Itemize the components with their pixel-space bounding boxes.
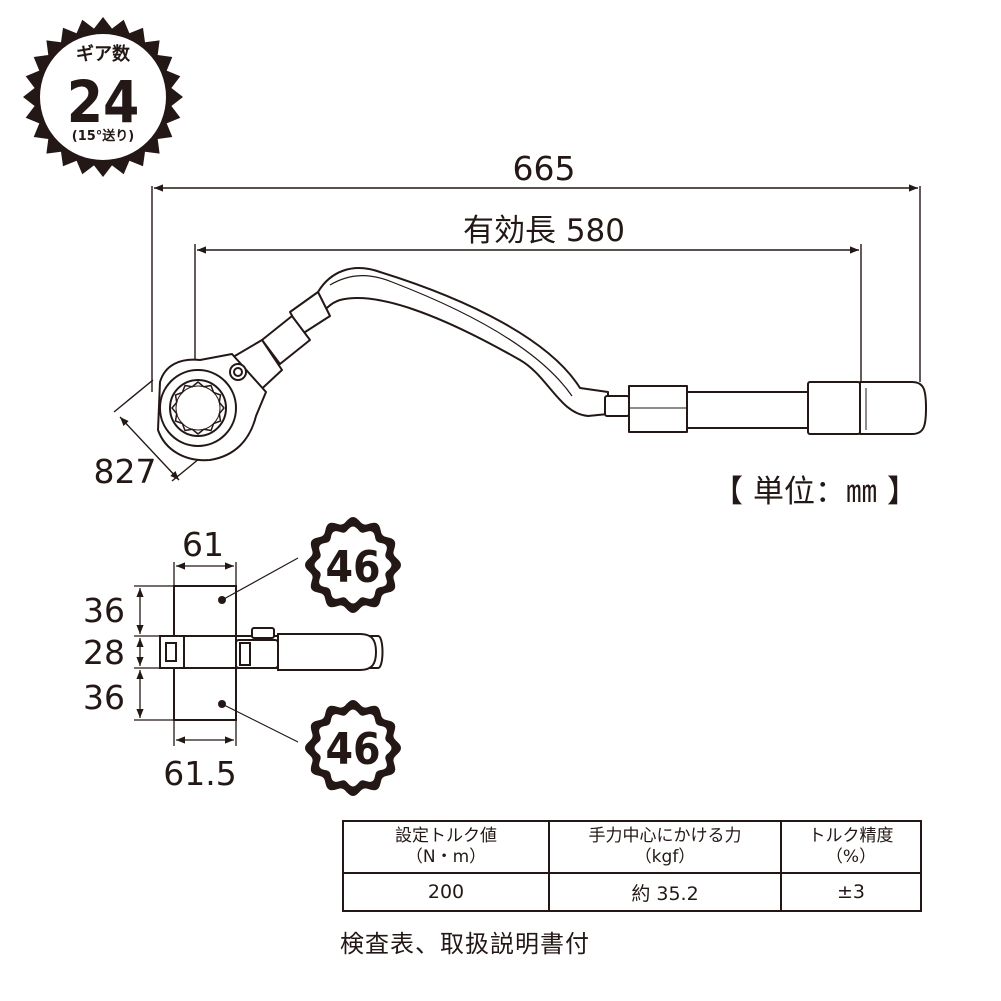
bottom-width-label: 61.5 bbox=[163, 754, 236, 793]
socket-badge-inner bbox=[314, 709, 392, 787]
overall-length-label: 665 bbox=[513, 149, 576, 188]
spec-table-header-row: 設定トルク値 （N・m） 手力中心にかける力 （kgf） トルク精度 （%） bbox=[342, 820, 922, 874]
spec-table: 設定トルク値 （N・m） 手力中心にかける力 （kgf） トルク精度 （%） 2… bbox=[342, 820, 922, 912]
value-torque-accuracy: ±3 bbox=[780, 872, 922, 912]
effective-length-label: 有効長 580 bbox=[463, 213, 625, 249]
socket-leader-lines bbox=[221, 557, 299, 743]
unit-label: 【 単位：㎜ 】 bbox=[712, 474, 918, 510]
torque-wrench-illustration bbox=[157, 267, 927, 462]
spec-table-value-row: 200 約 35.2 ±3 bbox=[342, 872, 922, 912]
socket-size-badge-lower: 46 bbox=[305, 700, 401, 796]
top-width-label: 61 bbox=[182, 525, 224, 564]
footnote: 検査表、取扱説明書付 bbox=[340, 930, 590, 958]
bottom-width-dimension bbox=[173, 720, 237, 746]
socket-size-badge-upper: 46 bbox=[305, 517, 401, 613]
diagonal-label: 827 bbox=[94, 452, 157, 491]
gear-count-badge: ギア数 24 (15°送り) bbox=[23, 17, 183, 177]
upper-height-label: 36 bbox=[83, 591, 125, 630]
top-view-drawing bbox=[159, 585, 384, 721]
height-dimensions bbox=[134, 585, 174, 721]
socket-size-value: 46 bbox=[325, 542, 380, 593]
middle-height-label: 28 bbox=[83, 633, 125, 672]
top-width-dimension bbox=[173, 562, 237, 586]
header-set-torque: 設定トルク値 （N・m） bbox=[342, 820, 550, 874]
lower-height-label: 36 bbox=[83, 678, 125, 717]
value-set-torque: 200 bbox=[342, 872, 550, 912]
gear-badge-note: (15°送り) bbox=[72, 128, 134, 144]
header-torque-accuracy: トルク精度 （%） bbox=[780, 820, 922, 874]
effective-length-dimension bbox=[194, 244, 862, 382]
gear-count-value: 24 bbox=[67, 68, 140, 136]
socket-size-value: 46 bbox=[325, 724, 380, 775]
ring-spline-shape bbox=[171, 381, 225, 435]
value-hand-force: 約 35.2 bbox=[548, 872, 782, 912]
overall-length-dimension bbox=[151, 184, 921, 392]
header-hand-force: 手力中心にかける力 （kgf） bbox=[548, 820, 782, 874]
socket-badge-inner bbox=[314, 526, 392, 604]
gear-badge-title: ギア数 bbox=[76, 43, 131, 65]
